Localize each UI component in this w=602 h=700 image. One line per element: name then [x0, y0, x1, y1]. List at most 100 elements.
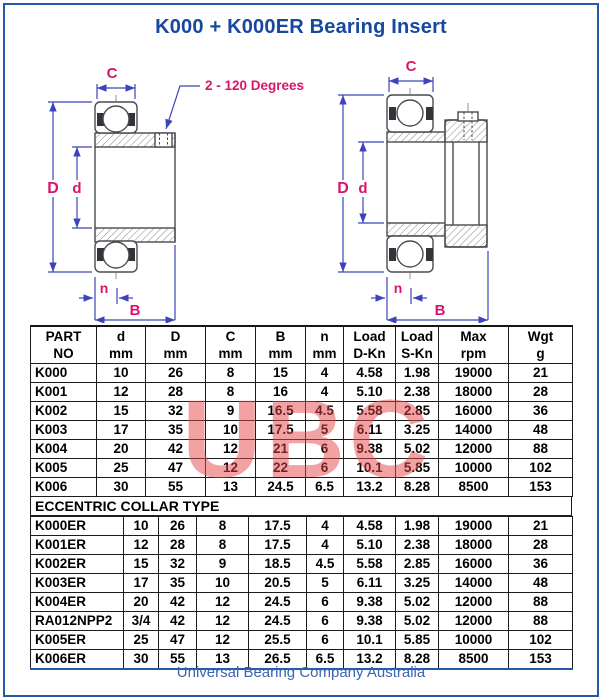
header-line-2: mm — [108, 346, 133, 361]
table-row: K002ER 15 32 9 18.5 4.5 5.58 2.85 16000 … — [30, 554, 573, 574]
cell-d: 25 — [96, 458, 146, 478]
bearing-table-eccentric: K000ER 10 26 8 17.5 4 4.58 1.98 19000 21… — [30, 516, 573, 670]
cell-weight: 48 — [508, 420, 573, 440]
cell-load-s: 3.25 — [395, 420, 439, 440]
cell-load-s: 2.38 — [395, 535, 439, 555]
cell-D: 42 — [158, 592, 197, 612]
cell-d: 20 — [123, 592, 159, 612]
header-line-2: mm — [218, 346, 243, 361]
cell-D: 26 — [145, 363, 206, 383]
dim-label-D: D — [337, 180, 349, 197]
cell-part-no: K005 — [30, 458, 97, 478]
cell-weight: 88 — [508, 439, 573, 459]
cell-max-rpm: 12000 — [438, 592, 509, 612]
cell-n: 6 — [306, 630, 344, 650]
bearing-cross-section — [386, 88, 488, 279]
cell-part-no: K006ER — [30, 649, 124, 670]
cell-load-d: 5.10 — [343, 535, 396, 555]
header-line-2: NO — [53, 346, 74, 361]
cell-load-s: 2.85 — [395, 401, 439, 421]
cell-D: 28 — [158, 535, 197, 555]
header-line-1: B — [275, 329, 286, 344]
cell-load-d: 9.38 — [343, 592, 396, 612]
cell-max-rpm: 10000 — [438, 630, 509, 650]
cell-max-rpm: 14000 — [438, 420, 509, 440]
cell-load-s: 3.25 — [395, 573, 439, 593]
cell-load-d: 5.58 — [343, 554, 396, 574]
cell-part-no: K004 — [30, 439, 97, 459]
cell-part-no: K001 — [30, 382, 97, 402]
cell-C: 12 — [196, 630, 249, 650]
table-row: K004ER 20 42 12 24.5 6 9.38 5.02 12000 8… — [30, 592, 573, 612]
cell-d: 3/4 — [123, 611, 159, 631]
dimension-lines — [48, 84, 200, 323]
cell-D: 32 — [145, 401, 206, 421]
table-row: K000ER 10 26 8 17.5 4 4.58 1.98 19000 21 — [30, 516, 573, 536]
dim-label-d: d — [72, 180, 81, 197]
cell-load-d: 10.1 — [343, 630, 396, 650]
cell-weight: 153 — [508, 477, 573, 497]
cell-d: 20 — [96, 439, 146, 459]
header-line-1: Load — [353, 329, 386, 344]
cell-n: 6.5 — [306, 649, 344, 670]
table-row: K006ER 30 55 13 26.5 6.5 13.2 8.28 8500 … — [30, 649, 573, 670]
header-line-2: D-Kn — [353, 346, 386, 361]
table-row: K005 25 47 12 22 6 10.1 5.85 10000 102 — [30, 458, 573, 478]
bearing-cross-section — [94, 95, 176, 279]
cell-part-no: K004ER — [30, 592, 124, 612]
cell-B: 16.5 — [255, 401, 306, 421]
cell-max-rpm: 14000 — [438, 573, 509, 593]
table-row: RA012NPP2 3/4 42 12 24.5 6 9.38 5.02 120… — [30, 611, 573, 631]
cell-d: 17 — [96, 420, 146, 440]
cell-B: 17.5 — [248, 516, 307, 536]
cell-n: 5 — [306, 573, 344, 593]
cell-B: 24.5 — [248, 611, 307, 631]
cell-D: 35 — [158, 573, 197, 593]
cell-n: 4 — [305, 382, 344, 402]
cell-C: 13 — [196, 649, 249, 670]
cell-load-s: 5.02 — [395, 592, 439, 612]
cell-B: 25.5 — [248, 630, 307, 650]
cell-D: 42 — [145, 439, 206, 459]
dim-label-C: C — [406, 58, 417, 75]
cell-load-d: 13.2 — [343, 649, 396, 670]
dimension-lines — [338, 77, 489, 323]
header-line-1: C — [225, 329, 236, 344]
cell-part-no: K000ER — [30, 516, 124, 536]
cell-n: 6 — [306, 611, 344, 631]
cell-max-rpm: 12000 — [438, 439, 509, 459]
cell-d: 10 — [123, 516, 159, 536]
cell-part-no: K002ER — [30, 554, 124, 574]
dim-label-B: B — [435, 302, 446, 319]
header-line-2: mm — [163, 346, 188, 361]
cell-B: 16 — [255, 382, 306, 402]
cell-n: 6 — [306, 592, 344, 612]
dim-label-n: n — [394, 280, 403, 296]
cell-D: 35 — [145, 420, 206, 440]
cell-B: 18.5 — [248, 554, 307, 574]
cell-weight: 88 — [508, 611, 573, 631]
cell-B: 24.5 — [248, 592, 307, 612]
header-line-1: n — [320, 329, 329, 344]
cell-C: 8 — [205, 363, 256, 383]
header-line-2: mm — [268, 346, 293, 361]
cell-n: 5 — [305, 420, 344, 440]
cell-load-d: 10.1 — [343, 458, 396, 478]
cell-max-rpm: 8500 — [438, 477, 509, 497]
cell-load-d: 6.11 — [343, 420, 396, 440]
cell-d: 10 — [96, 363, 146, 383]
cell-d: 25 — [123, 630, 159, 650]
cell-C: 12 — [196, 611, 249, 631]
cell-d: 15 — [123, 554, 159, 574]
header-line-1: Load — [400, 329, 434, 344]
cell-d: 30 — [123, 649, 159, 670]
header-line-2: S-Kn — [401, 346, 433, 361]
cell-C: 13 — [205, 477, 256, 497]
